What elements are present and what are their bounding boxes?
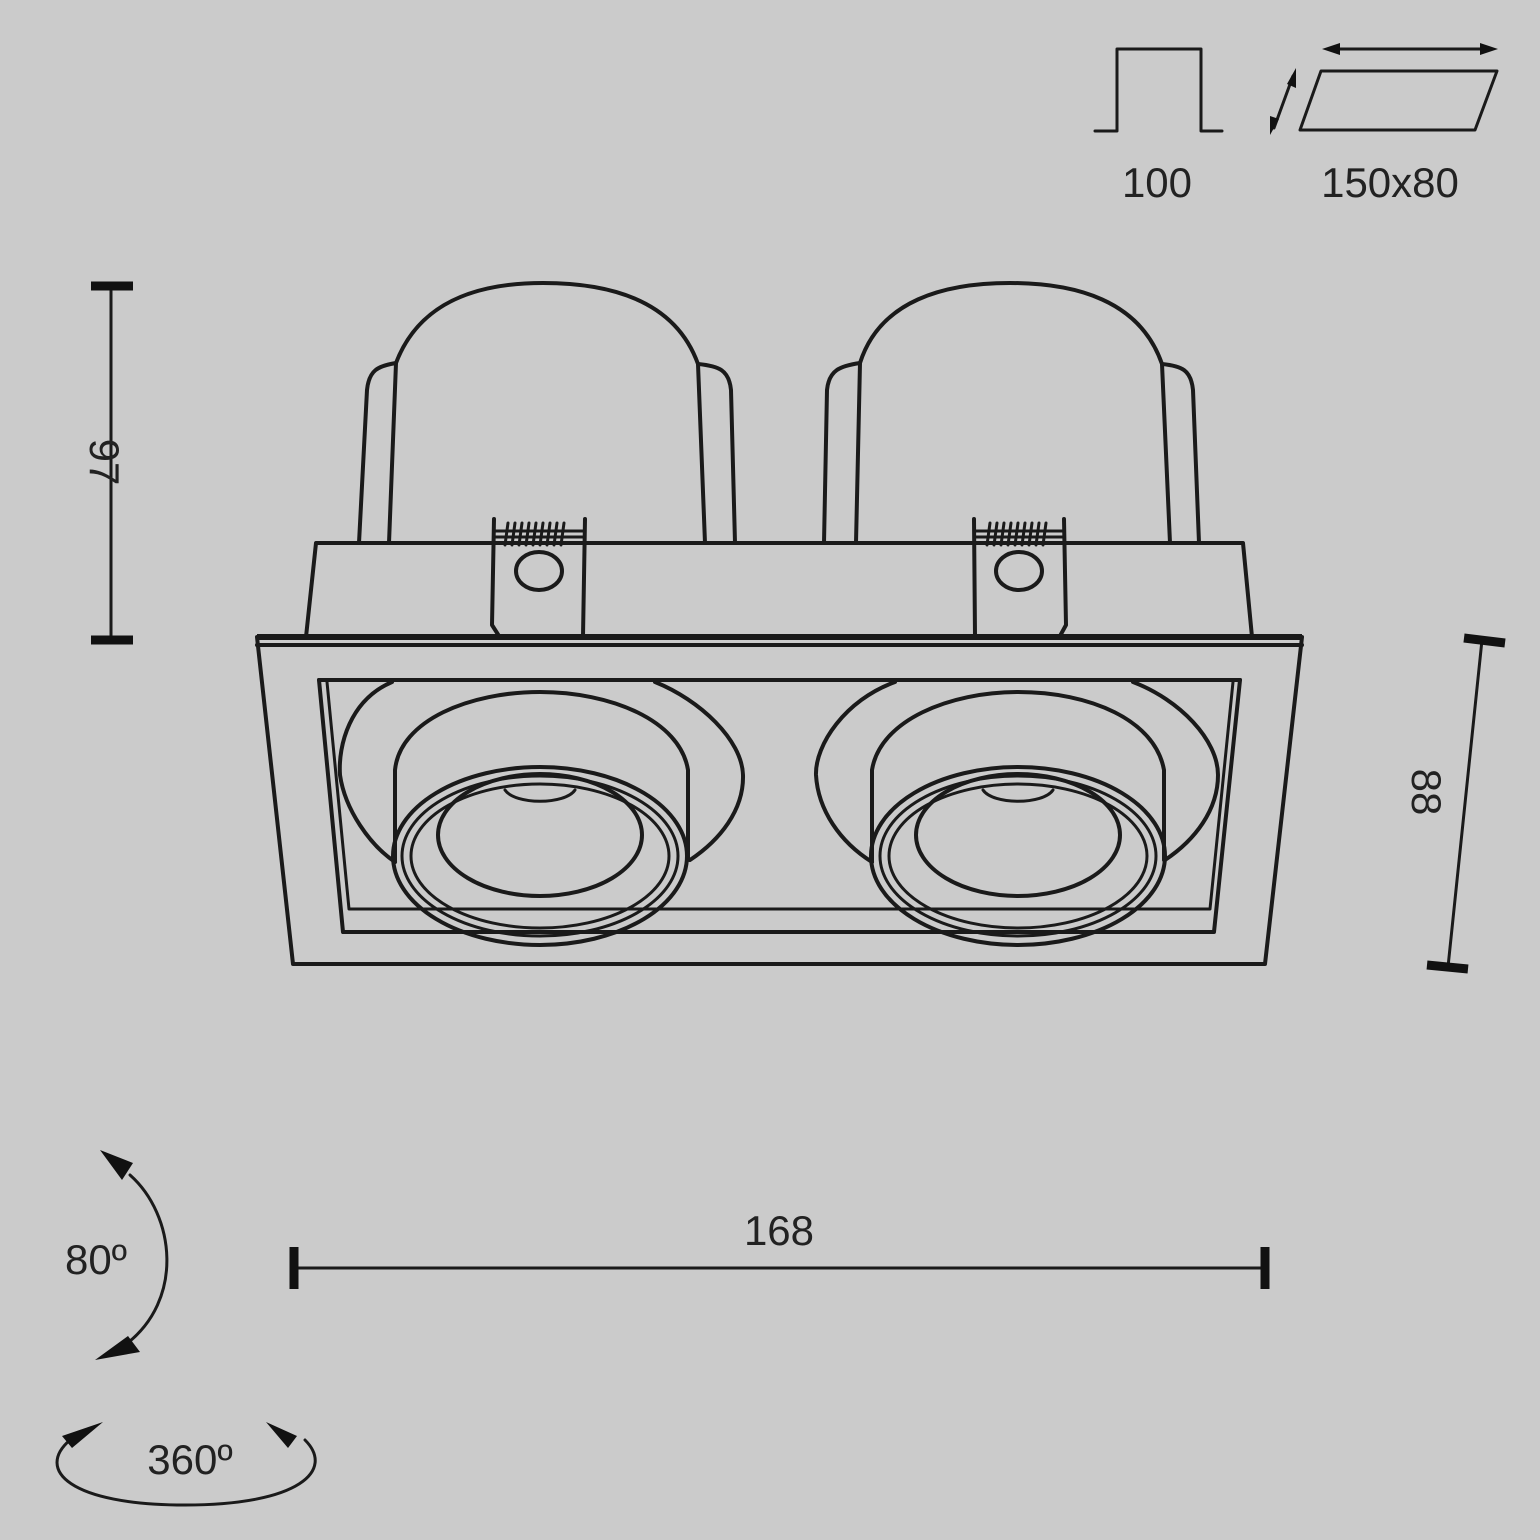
fixture-drawing <box>255 281 1304 966</box>
right-lamp-gimbal <box>813 680 1220 947</box>
recess-depth-icon <box>1093 47 1224 133</box>
height-dimension-line <box>91 281 133 645</box>
left-spring-clip <box>490 517 587 638</box>
outer-trim-frame <box>255 634 1304 966</box>
right-lamp-housing <box>822 281 1201 545</box>
width-dimension-label: 168 <box>744 1207 814 1254</box>
cutout-size-label: 150x80 <box>1321 159 1459 206</box>
left-lamp-gimbal <box>337 680 746 947</box>
right-spring-clip <box>972 517 1068 638</box>
recess-depth-label: 100 <box>1122 159 1192 206</box>
tilt-angle-label: 80º <box>65 1236 127 1283</box>
depth-dimension-line <box>1426 633 1506 974</box>
swivel-angle-label: 360º <box>147 1436 232 1483</box>
depth-dimension-label: 88 <box>1403 769 1450 816</box>
cutout-rectangle-icon <box>1270 43 1499 135</box>
mounting-box <box>304 541 1254 639</box>
swivel-arrow-icon <box>55 1422 317 1507</box>
left-lamp-housing <box>357 281 737 545</box>
height-dimension-label: 97 <box>81 439 128 486</box>
tilt-arrow-icon <box>95 1150 169 1360</box>
width-dimension-line <box>289 1247 1270 1289</box>
inner-trim-opening <box>317 678 1242 934</box>
